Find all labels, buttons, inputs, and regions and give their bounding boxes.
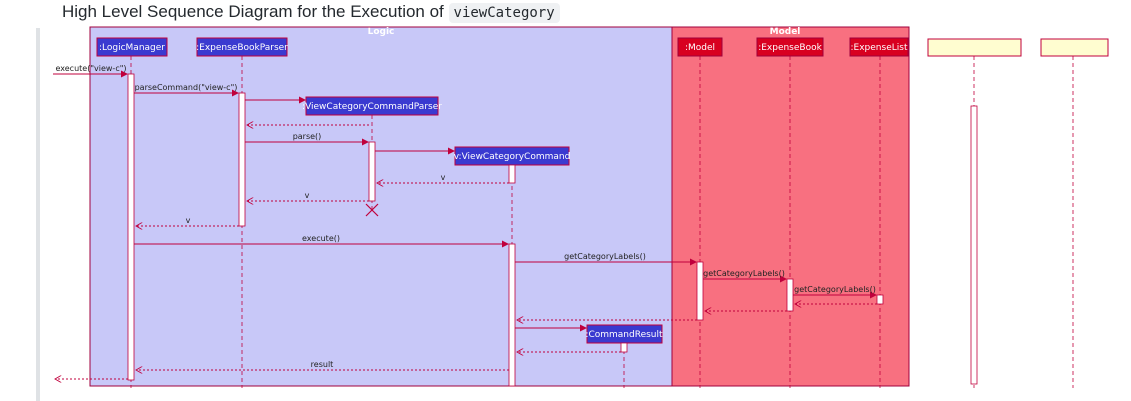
participant-view-category-command-parser-label: :ViewCategoryCommandParser bbox=[302, 102, 442, 112]
activation-expense-list bbox=[876, 294, 884, 305]
label-execute-cmd: execute("view-c") bbox=[55, 64, 126, 73]
participant-view-category-command-label: v:ViewCategoryCommand bbox=[454, 152, 571, 162]
label-return-v-1: v bbox=[441, 173, 446, 182]
activation-logic-manager bbox=[127, 73, 135, 381]
label-result: result bbox=[311, 360, 334, 369]
participant-view-category-command-parser bbox=[305, 96, 439, 116]
empty-participant-1 bbox=[927, 38, 1022, 57]
label-get-category-labels-2: getCategoryLabels() bbox=[703, 269, 785, 278]
participant-command-result-label: :CommandResult bbox=[585, 330, 663, 340]
logic-box bbox=[89, 26, 673, 387]
participant-logic-manager-label: :LogicManager bbox=[99, 43, 165, 53]
participant-expense-book-parser-label: :ExpenseBookParser bbox=[196, 43, 288, 53]
activation-view-category-command-parser bbox=[368, 141, 376, 202]
heading-text: High Level Sequence Diagram for the Exec… bbox=[62, 2, 449, 21]
label-execute: execute() bbox=[302, 234, 340, 243]
activation-expense-book-parser bbox=[238, 92, 246, 227]
blockquote-rule bbox=[36, 28, 40, 401]
diagram-heading: High Level Sequence Diagram for the Exec… bbox=[62, 2, 560, 23]
activation-command-result bbox=[620, 342, 628, 353]
participant-model bbox=[677, 37, 723, 57]
participant-logic-manager bbox=[96, 37, 168, 57]
activation-view-category-command-2 bbox=[508, 243, 516, 387]
activation-view-category-command-1 bbox=[508, 164, 516, 184]
activation-expense-book bbox=[786, 278, 794, 312]
model-box-title: Model bbox=[770, 27, 801, 37]
label-parse-command: parseCommand("view-c") bbox=[135, 83, 238, 92]
participant-expense-book-label: :ExpenseBook bbox=[758, 43, 822, 53]
empty-participant-2 bbox=[1040, 38, 1109, 57]
label-get-category-labels-1: getCategoryLabels() bbox=[564, 252, 646, 261]
heading-code: viewCategory bbox=[448, 3, 560, 23]
participant-expense-book bbox=[756, 37, 824, 57]
participant-expense-list bbox=[849, 37, 909, 57]
activation-empty-1 bbox=[970, 105, 978, 385]
label-return-v-3: v bbox=[186, 216, 191, 225]
logic-box-title: Logic bbox=[368, 27, 395, 37]
participant-expense-list-label: :ExpenseList bbox=[851, 43, 908, 53]
activation-model bbox=[696, 261, 704, 321]
destroy-marker bbox=[365, 203, 379, 217]
model-box bbox=[671, 26, 910, 387]
participant-expense-book-parser bbox=[196, 37, 288, 57]
participant-model-label: :Model bbox=[685, 43, 715, 53]
label-return-v-2: v bbox=[305, 191, 310, 200]
label-parse: parse() bbox=[293, 132, 322, 141]
label-get-category-labels-3: getCategoryLabels() bbox=[794, 285, 876, 294]
